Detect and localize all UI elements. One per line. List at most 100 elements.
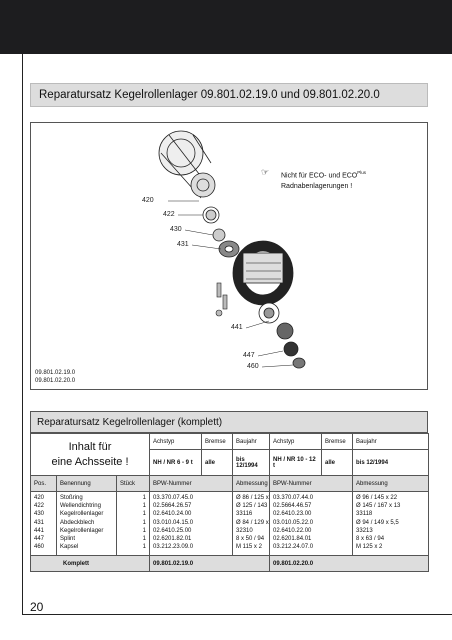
row-a-nr: 03.010.04.15.0: [153, 519, 194, 526]
rings-drawing: [202, 206, 240, 258]
row-pos: 460: [34, 544, 45, 551]
row-name: Abdeckblech: [60, 519, 95, 526]
hub-drawing: [232, 240, 294, 306]
row-qty: 1: [142, 511, 147, 518]
row-pos: 441: [34, 527, 45, 534]
inhalt-cell: Inhalt für eine Achsseite !: [29, 433, 151, 476]
col-pos: 420 422 430 431 441 447 460: [30, 491, 57, 556]
row-pos: 447: [34, 536, 45, 543]
col-b-abmessung: Ø 96 / 145 x 22 Ø 145 / 167 x 13 33118 Ø…: [352, 491, 430, 556]
header-bpw-nummer-b: BPW-Nummer: [269, 475, 354, 492]
header-abmessung-a: Abmessung: [232, 475, 271, 492]
axle-a-achstyp: NH / NR 6 - 9 t: [149, 449, 203, 476]
row-qty: 1: [142, 519, 147, 526]
row-a-nr: 03.212.23.09.0: [153, 544, 194, 551]
row-a-dim: Ø 86 / 125 x 22: [236, 495, 269, 501]
col-a-abmessung: Ø 86 / 125 x 22 Ø 125 / 143 x 13 / 11 33…: [232, 491, 271, 556]
row-a-nr: 02.6201.82.01: [153, 536, 192, 543]
section-title-bar: Reparatursatz Kegelrollenlager 09.801.02…: [30, 83, 428, 107]
row-a-dim: 8 x 50 / 94: [236, 536, 265, 543]
header-bar: [0, 0, 452, 54]
row-b-dim: Ø 96 / 145 x 22: [356, 495, 398, 501]
note-line2: Radnabenlagerungen !: [281, 183, 353, 191]
col-a-bpw-nummer: 03.370.07.45.0 02.5664.26.57 02.6410.24.…: [149, 491, 234, 556]
row-name: Splint: [60, 536, 76, 543]
col-benennung: Stoßring Wellendichtring Kegelrollenlage…: [56, 491, 117, 556]
row-b-dim: M 125 x 2: [356, 544, 383, 551]
callout-422: 422: [163, 211, 175, 218]
row-pos: 430: [34, 511, 45, 518]
inhalt-line1: Inhalt für: [68, 440, 112, 453]
figure-part-number-a: 09.801.02.19.0: [35, 370, 76, 376]
header-pos: Pos.: [30, 475, 57, 492]
row-b-nr: 03.010.05.22.0: [273, 519, 314, 526]
note-sup: Plus: [357, 170, 367, 175]
page-number: 20: [30, 600, 44, 614]
row-b-nr: 03.212.24.07.0: [273, 544, 314, 551]
figure-part-number-b: 09.801.02.20.0: [35, 378, 76, 384]
row-qty: 1: [142, 544, 147, 551]
row-qty: 1: [142, 503, 147, 510]
row-name: Kapsel: [60, 544, 79, 551]
row-a-nr: 03.370.07.45.0: [153, 495, 194, 501]
row-qty: 1: [142, 536, 147, 543]
row-name: Kegelrollenlager: [60, 511, 104, 518]
row-b-dim: 8 x 63 / 94: [356, 536, 385, 543]
header-achstyp-a: Achstyp: [149, 433, 203, 450]
footer-label: Komplett: [29, 555, 151, 572]
exploded-view-drawing: [158, 130, 306, 369]
row-b-dim: Ø 145 / 167 x 13: [356, 503, 401, 510]
eco-note: ☞ Nicht für ECO- und ECOPlus Radnabenlag…: [261, 167, 367, 192]
callout-441: 441: [231, 324, 243, 331]
bolts-drawing: [215, 282, 228, 317]
header-baujahr-a: Baujahr: [232, 433, 271, 450]
pointing-hand-icon: ☞: [261, 167, 270, 177]
row-a-dim: M 115 x 2: [236, 544, 262, 551]
row-name: Stoßring: [60, 495, 83, 501]
leader-lines: [168, 200, 294, 368]
header-abmessung-b: Abmessung: [352, 475, 430, 492]
section-title: Reparatursatz Kegelrollenlager 09.801.02…: [39, 89, 380, 101]
rear-bearing-drawing: [258, 302, 294, 340]
inhalt-line2: eine Achsseite !: [51, 455, 129, 468]
callout-430: 430: [170, 226, 182, 233]
header-bremse-b: Bremse: [321, 433, 354, 450]
note-line1: Nicht für ECO- und ECO: [281, 172, 358, 180]
row-b-nr: 02.6410.22.00: [273, 527, 312, 534]
header-bpw-nummer-a: BPW-Nummer: [149, 475, 234, 492]
header-bremse-a: Bremse: [201, 433, 234, 450]
row-b-nr: 02.5664.46.57: [273, 503, 312, 510]
row-b-dim: Ø 94 / 149 x 5,5: [356, 519, 399, 526]
axle-b-baujahr: bis 12/1994: [352, 449, 430, 476]
row-b-nr: 03.370.07.44.0: [273, 495, 314, 501]
cap-drawing: [283, 341, 306, 369]
footer-a-nr: 09.801.02.19.0: [149, 555, 271, 572]
row-a-nr: 02.5664.26.57: [153, 503, 192, 510]
row-a-nr: 02.6410.24.00: [153, 511, 192, 518]
row-a-dim: 33116: [236, 511, 253, 518]
axle-stub-drawing: [158, 130, 216, 199]
row-qty: 1: [142, 527, 147, 534]
row-pos: 420: [34, 495, 45, 501]
row-a-dim: Ø 84 / 129 x 5,5: [236, 519, 269, 526]
callout-447: 447: [243, 352, 255, 359]
axle-b-bremse: alle: [321, 449, 354, 476]
axle-a-bremse: alle: [201, 449, 234, 476]
kit-table-title: Reparatursatz Kegelrollenlager (komplett…: [37, 417, 223, 428]
row-name: Kegelrollenlager: [60, 527, 104, 534]
row-b-dim: 33118: [356, 511, 373, 518]
exploded-view-figure: 420 422 430 431 441 447 460 ☞ Nicht für …: [30, 122, 428, 390]
row-pos: 422: [34, 503, 45, 510]
col-stueck: 1 1 1 1 1 1 1: [115, 491, 151, 556]
col-b-bpw-nummer: 03.370.07.44.0 02.5664.46.57 02.6410.23.…: [269, 491, 354, 556]
callout-420: 420: [142, 197, 154, 204]
header-baujahr-b: Baujahr: [352, 433, 430, 450]
row-b-nr: 02.6201.84.01: [273, 536, 312, 543]
callout-460: 460: [247, 363, 259, 370]
row-name: Wellendichtring: [60, 503, 101, 510]
figure-part-numbers: 09.801.02.19.0 09.801.02.20.0: [35, 369, 75, 385]
row-a-nr: 02.6410.25.00: [153, 527, 192, 534]
kit-table: Inhalt für eine Achsseite ! Achstyp Brem…: [29, 433, 430, 572]
row-a-dim: 32310: [236, 527, 253, 534]
margin-rule-horizontal: [22, 614, 452, 615]
